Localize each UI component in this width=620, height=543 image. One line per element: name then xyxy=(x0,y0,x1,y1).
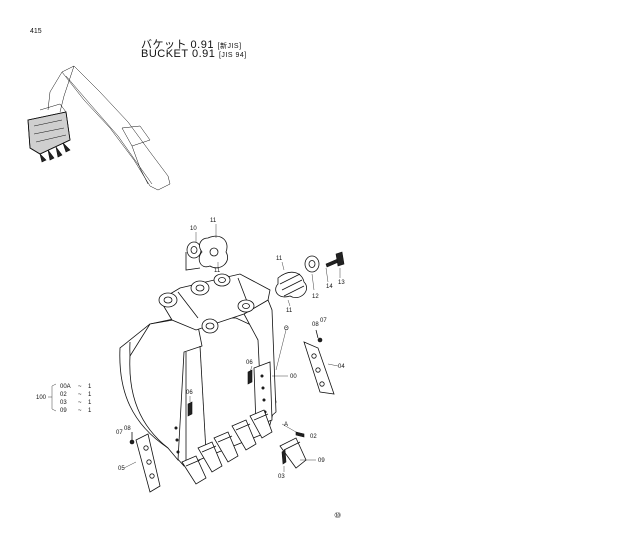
callout-07-left: 07 xyxy=(116,430,123,436)
kit-row-part: 09 xyxy=(60,408,67,414)
kit-row-part: 03 xyxy=(60,400,67,406)
kit-row-part: 02 xyxy=(60,392,67,398)
callout-05: 05 xyxy=(118,466,125,472)
title-english: BUCKET 0.91 [JIS 94] xyxy=(141,48,247,60)
callout-09: 09 xyxy=(318,458,325,464)
kit-row-qty: 1 xyxy=(88,384,92,390)
callout-A: A xyxy=(284,422,288,428)
title-english-standard: [JIS 94] xyxy=(218,52,247,59)
callout-07-right: 07 xyxy=(320,318,327,324)
title-japanese-standard: [新JIS] xyxy=(217,43,242,50)
kit-row-qty: 1 xyxy=(88,392,92,398)
callout-13: 13 xyxy=(338,280,345,286)
callout-04: 04 xyxy=(338,364,345,370)
footer-mark: ⑩ xyxy=(334,511,341,520)
title-japanese-text: バケット 0.91 xyxy=(141,39,214,51)
callout-11-top: 11 xyxy=(210,218,217,224)
callout-circle-mark: Θ xyxy=(284,326,289,332)
callout-11-spring: 11 xyxy=(276,256,283,262)
kit-table: 100 00A ~ 1 02 ~ 1 03 ~ 1 09 ~ 1 xyxy=(36,384,92,414)
callout-06-lower: 06 xyxy=(186,390,193,396)
title-english-text: BUCKET 0.91 xyxy=(141,48,216,60)
callout-08-right: 08 xyxy=(312,322,319,328)
kit-row-tilde: ~ xyxy=(78,392,82,398)
callout-02: 02 xyxy=(310,434,317,440)
leader-lines xyxy=(48,224,341,472)
callout-14: 14 xyxy=(326,284,333,290)
callout-06-upper: 06 xyxy=(246,360,253,366)
kit-row-qty: 1 xyxy=(88,400,92,406)
kit-row-part: 00A xyxy=(60,384,71,390)
kit-row-tilde: ~ xyxy=(78,400,82,406)
callout-10: 10 xyxy=(190,226,197,232)
kit-number: 100 xyxy=(36,395,47,401)
callout-08-left: 08 xyxy=(124,426,131,432)
callout-03: 03 xyxy=(278,474,285,480)
callout-00: 00 xyxy=(290,374,297,380)
pin-hardware xyxy=(185,235,345,298)
callout-11-left: 11 xyxy=(214,268,221,274)
kit-row-qty: 1 xyxy=(88,408,92,414)
kit-row-tilde: ~ xyxy=(78,408,82,414)
excavator-thumbnail xyxy=(27,65,171,191)
page-number: 415 xyxy=(30,28,42,35)
kit-row-tilde: ~ xyxy=(78,384,82,390)
title-japanese: バケット 0.91 [新JIS] xyxy=(141,36,242,52)
callout-11-lower: 11 xyxy=(286,308,293,314)
callout-labels: 10 11 11 11 11 12 13 14 Θ 08 07 04 06 00… xyxy=(116,218,345,480)
bucket-teeth xyxy=(181,369,307,485)
side-cutters xyxy=(129,329,335,493)
callout-12: 12 xyxy=(312,294,319,300)
